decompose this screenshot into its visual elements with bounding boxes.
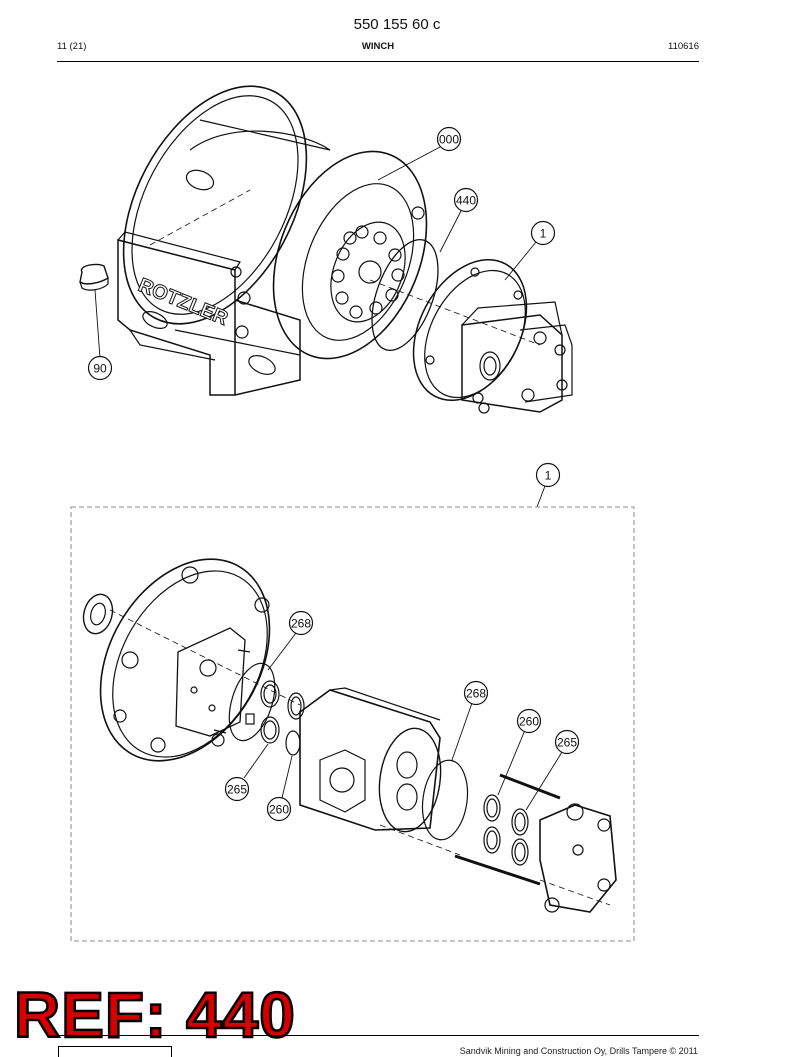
pump-exploded-illustration	[82, 558, 617, 913]
date-code: 110616	[668, 41, 699, 52]
leader-lines-bottom	[243, 632, 563, 811]
callout-000[interactable]: 000	[436, 126, 462, 152]
callout-label: 268	[291, 617, 311, 631]
exploded-group-frame	[70, 506, 635, 942]
callout-90[interactable]: 90	[87, 355, 113, 381]
callout-265-b[interactable]: 265	[224, 776, 250, 802]
header-rule	[57, 61, 699, 62]
callout-440[interactable]: 440	[453, 187, 479, 213]
reference-stamp: REF: 440	[13, 979, 296, 1051]
callout-label: 1	[545, 469, 552, 483]
callout-265-a[interactable]: 265	[554, 729, 580, 755]
section-title: WINCH	[361, 41, 395, 52]
group-leader	[536, 485, 546, 508]
callout-268-a[interactable]: 268	[288, 610, 314, 636]
callout-260-a[interactable]: 260	[516, 708, 542, 734]
callout-label: 000	[439, 133, 459, 147]
callout-268-b[interactable]: 268	[463, 680, 489, 706]
callout-label: 260	[519, 715, 539, 729]
footer-rule	[57, 1035, 699, 1036]
callout-1-top[interactable]: 1	[530, 220, 556, 246]
callout-label: 260	[269, 803, 289, 817]
company-logo	[58, 1046, 172, 1057]
callout-label: 265	[227, 783, 247, 797]
callout-label: 1	[540, 227, 547, 241]
leader-lines-top	[94, 146, 537, 359]
group-callout-1[interactable]: 1	[535, 462, 561, 488]
callout-label: 90	[93, 362, 107, 376]
hub-bolt-pattern	[331, 225, 405, 319]
callout-260-b[interactable]: 260	[266, 796, 292, 822]
callout-label: 265	[557, 736, 577, 750]
page-number: 11 (21)	[57, 41, 87, 52]
document-number: 550 155 60 c	[353, 16, 441, 33]
winch-assembly-illustration: ROTZLER	[79, 85, 573, 414]
callout-label: 268	[466, 687, 486, 701]
callout-label: 440	[456, 194, 476, 208]
footer-copyright: Sandvik Mining and Construction Oy, Dril…	[459, 1046, 698, 1056]
